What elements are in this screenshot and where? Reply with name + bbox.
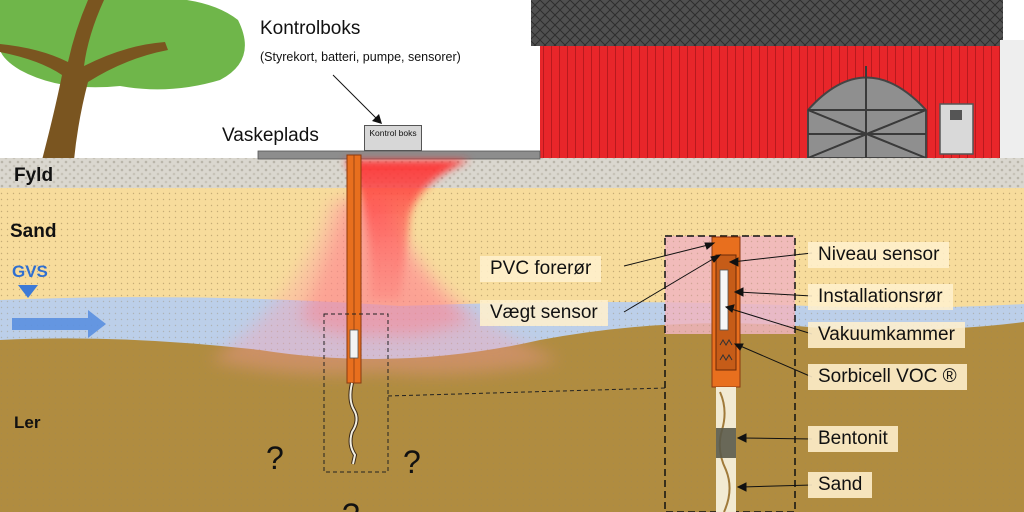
barn: [531, 0, 1024, 159]
control-box-subtitle: (Styrekort, batteri, pumpe, sensorer): [260, 50, 461, 64]
leader-lines: [623, 242, 813, 492]
barn-roof: [531, 0, 1003, 46]
sand-filter-label: Sand: [808, 472, 873, 498]
installation-pipe-label: Installationsrør: [808, 284, 953, 310]
fill-layer-label: Fyld: [14, 165, 54, 186]
question-mark-right: ?: [403, 444, 421, 480]
detail-frame: [323, 313, 389, 473]
barn-side-door: [939, 103, 974, 155]
groundwater-label: GVS: [12, 262, 48, 281]
groundwater-table-marker: [18, 285, 38, 298]
vacuum-chamber-label: Vakuumkammer: [808, 322, 965, 348]
sand-layer-label: Sand: [10, 221, 57, 242]
contamination-plume: [210, 160, 560, 375]
wash-area-label: Vaskeplads: [222, 125, 319, 146]
wash-area-slab: [257, 150, 541, 160]
pvc-casing-label: PVC forerør: [480, 256, 602, 282]
bentonite-label: Bentonit: [808, 426, 898, 452]
sorbicell-label: Sorbicell VOC ®: [808, 364, 967, 390]
main-well: [323, 154, 666, 473]
control-box-title: Kontrolboks: [260, 18, 361, 39]
weight-sensor-label: Vægt sensor: [480, 300, 608, 326]
level-sensor-label: Niveau sensor: [808, 242, 950, 268]
question-mark-left: ?: [266, 440, 284, 476]
tree-trunk: [0, 0, 168, 160]
groundwater-flow-arrow: [12, 310, 106, 338]
tree: [0, 0, 245, 160]
tree-canopy: [0, 0, 245, 90]
question-mark-bottom: ?: [342, 497, 360, 512]
barn-wall: [540, 40, 1000, 158]
clay-layer-label: Ler: [14, 413, 41, 432]
fill-layer: [0, 158, 1024, 188]
control-box: Kontrol boks: [364, 125, 422, 151]
detail-section: [664, 235, 796, 512]
